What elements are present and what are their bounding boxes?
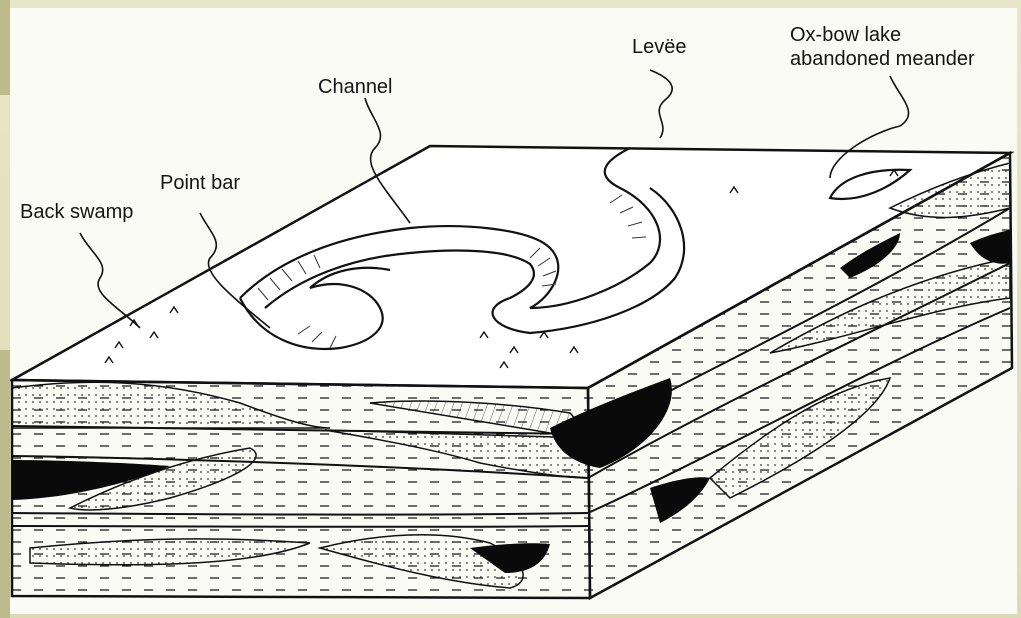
slide-edge-tab bbox=[0, 0, 10, 95]
label-abandoned-meander: abandoned meander bbox=[790, 48, 975, 70]
label-back-swamp: Back swamp bbox=[20, 201, 133, 223]
label-levee: Levëe bbox=[632, 36, 687, 58]
leader-levee bbox=[650, 70, 672, 138]
label-channel: Channel bbox=[318, 76, 393, 98]
label-oxbow-lake: Ox-bow lake bbox=[790, 24, 901, 46]
label-point-bar: Point bar bbox=[160, 172, 240, 194]
fluvial-block-diagram bbox=[10, 8, 1017, 614]
slide-edge-tab bbox=[0, 350, 10, 618]
